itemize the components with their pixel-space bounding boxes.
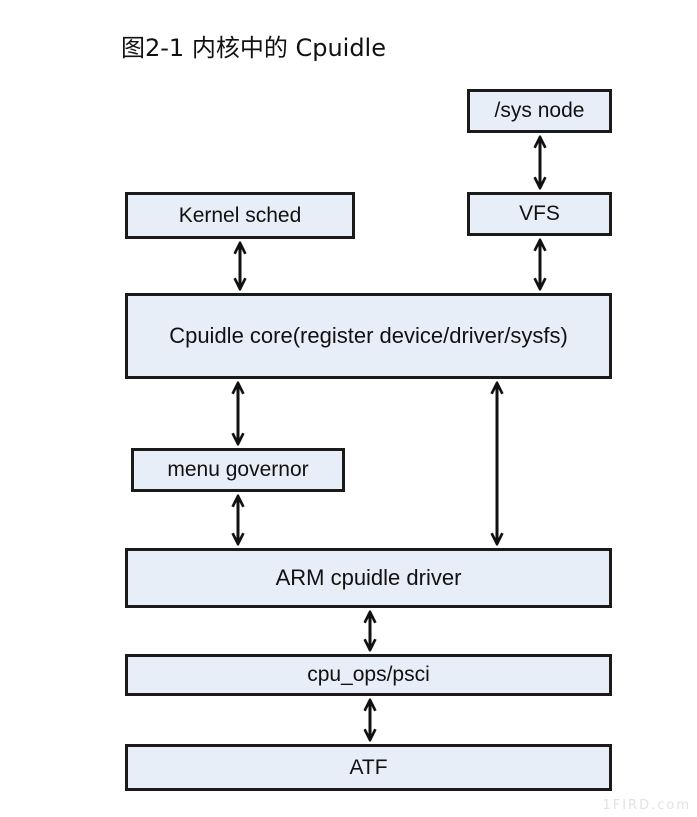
sys-node-box: /sys node bbox=[467, 89, 612, 133]
arm-cpuidle-driver-box: ARM cpuidle driver bbox=[125, 548, 612, 608]
vfs-box: VFS bbox=[467, 192, 612, 236]
menu-governor-box: menu governor bbox=[131, 448, 345, 492]
kernel-sched-box: Kernel sched bbox=[125, 192, 355, 239]
figure-caption: 图2-1 内核中的 Cpuidle bbox=[121, 34, 386, 62]
cpuidle-core-box: Cpuidle core(register device/driver/sysf… bbox=[125, 293, 612, 379]
watermark: 1FIRD.com bbox=[602, 798, 691, 813]
atf-box: ATF bbox=[125, 744, 612, 791]
cpu-ops-psci-box: cpu_ops/psci bbox=[125, 654, 612, 696]
